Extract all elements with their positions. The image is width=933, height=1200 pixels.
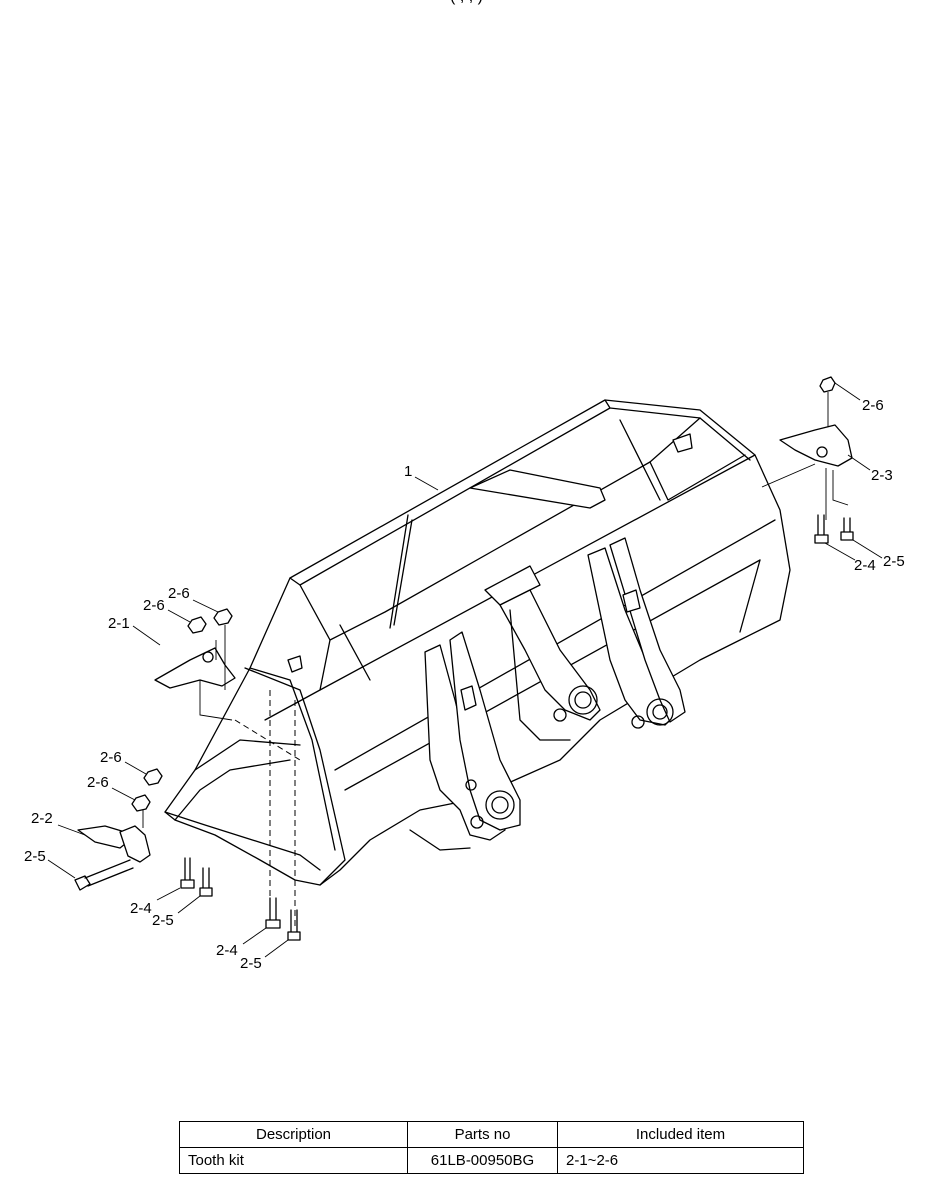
callout-labels: 1 2-1 2-6 2-6 2-6 2-6 2-2 2-5 2-4 2-5 2-…	[24, 397, 905, 972]
header-fragment: ( , , )	[0, 0, 933, 6]
callout-2-5-d: 2-5	[883, 553, 905, 570]
callout-2-6-b: 2-6	[168, 585, 190, 602]
callout-2-4-a: 2-4	[130, 900, 152, 917]
callout-2-6-e: 2-6	[862, 397, 884, 414]
leader-lines	[47, 382, 883, 958]
callout-2-3: 2-3	[871, 467, 893, 484]
callout-2-6-c: 2-6	[100, 749, 122, 766]
cell-parts-no: 61LB-00950BG	[407, 1147, 558, 1174]
table-row: Tooth kit 61LB-00950BG 2-1~2-6	[179, 1147, 804, 1174]
parts-table: Description Parts no Included item Tooth…	[179, 1121, 804, 1174]
right-tooth-kit-parts	[761, 376, 854, 544]
callout-2-4-b: 2-4	[216, 942, 238, 959]
cell-description: Tooth kit	[179, 1147, 408, 1174]
column-header-parts-no: Parts no	[407, 1121, 558, 1148]
callout-2-5-a: 2-5	[24, 848, 46, 865]
callout-2-6-d: 2-6	[87, 774, 109, 791]
column-header-included-item: Included item	[557, 1121, 804, 1148]
parts-table-header-row: Description Parts no Included item	[179, 1121, 804, 1148]
column-header-description: Description	[179, 1121, 408, 1148]
callout-2-1: 2-1	[108, 615, 130, 632]
callout-2-4-c: 2-4	[854, 557, 876, 574]
callout-1: 1	[404, 463, 412, 480]
callout-2-5-b: 2-5	[152, 912, 174, 929]
callout-2-5-c: 2-5	[240, 955, 262, 972]
callout-2-2: 2-2	[31, 810, 53, 827]
callout-2-6-a: 2-6	[143, 597, 165, 614]
cell-included-item: 2-1~2-6	[557, 1147, 804, 1174]
left-tooth-kit-parts	[74, 608, 301, 941]
bucket-body	[164, 399, 791, 930]
